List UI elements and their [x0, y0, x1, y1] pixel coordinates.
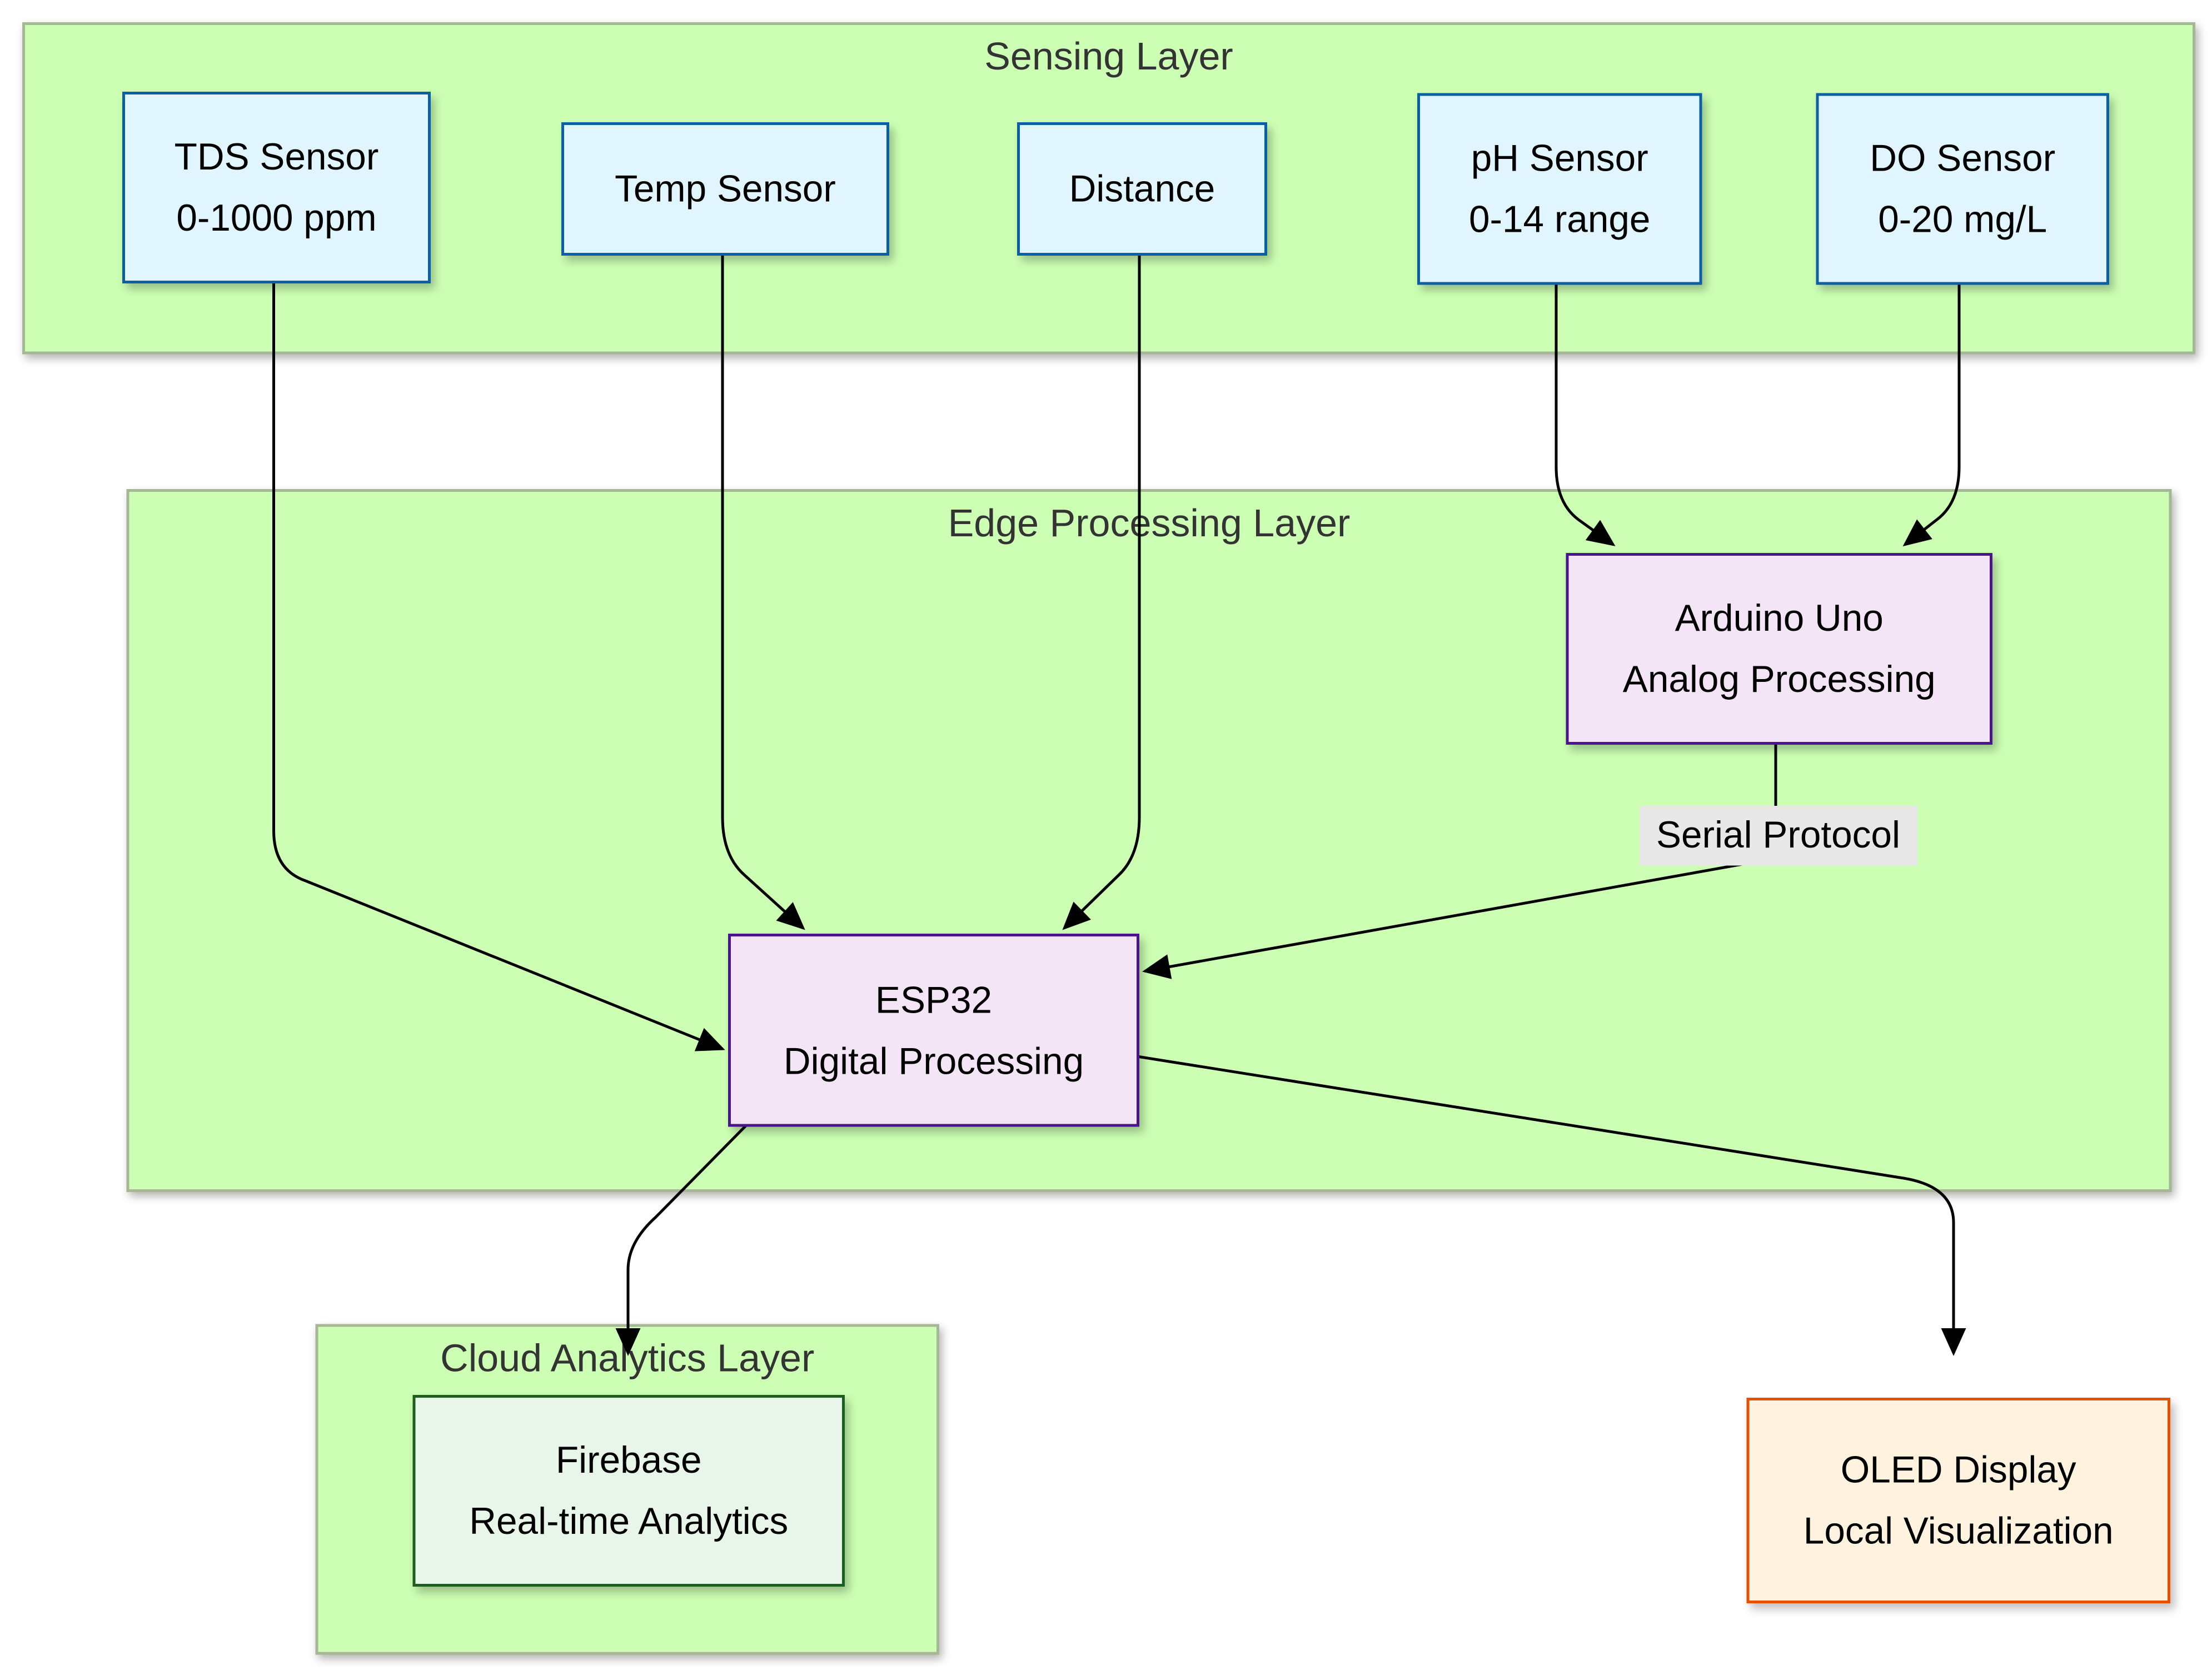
node-oled-display-subtitle: Local Visualization	[1803, 1510, 2114, 1552]
node-arduino-uno-label: Arduino Uno	[1675, 597, 1884, 639]
edge-ph-to-arduino	[1555, 279, 1616, 546]
node-temp-sensor-label: Temp Sensor	[615, 168, 836, 210]
node-esp32-subtitle: Digital Processing	[783, 1040, 1084, 1082]
edge-temp-to-esp32	[721, 250, 805, 930]
node-oled-display-label: OLED Display	[1840, 1449, 2076, 1491]
node-distance-sensor: Distance	[1017, 122, 1267, 256]
edge-label-serial-protocol: Serial Protocol	[1640, 806, 1917, 866]
edge-distance-to-esp32	[1062, 250, 1141, 930]
node-ph-sensor-label: pH Sensor	[1471, 137, 1648, 180]
node-arduino-uno-subtitle: Analog Processing	[1622, 659, 1936, 700]
node-esp32-label: ESP32	[875, 979, 993, 1021]
node-tds-sensor: TDS Sensor 0-1000 ppm	[122, 92, 431, 283]
edge-tds-to-esp32	[272, 278, 725, 1051]
node-tds-sensor-label: TDS Sensor	[174, 136, 379, 178]
node-do-sensor-range: 0-20 mg/L	[1878, 198, 2047, 241]
node-temp-sensor: Temp Sensor	[561, 122, 889, 256]
node-distance-sensor-label: Distance	[1069, 168, 1215, 210]
node-firebase-subtitle: Real-time Analytics	[469, 1500, 789, 1542]
edge-esp32-to-oled	[1133, 1054, 1966, 1356]
sensing-layer-title: Sensing Layer	[984, 34, 1233, 78]
node-do-sensor: DO Sensor 0-20 mg/L	[1816, 93, 2109, 285]
node-ph-sensor-range: 0-14 range	[1468, 198, 1651, 241]
edge-esp32-to-firebase	[615, 1120, 751, 1356]
node-tds-sensor-range: 0-1000 ppm	[176, 197, 377, 239]
edge-do-to-arduino	[1902, 279, 1961, 547]
node-firebase-label: Firebase	[555, 1439, 702, 1481]
node-do-sensor-label: DO Sensor	[1870, 137, 2056, 180]
node-firebase: Firebase Real-time Analytics	[412, 1395, 845, 1587]
node-esp32: ESP32 Digital Processing	[728, 934, 1139, 1127]
node-arduino-uno: Arduino Uno Analog Processing	[1566, 553, 1992, 745]
node-oled-display: OLED Display Local Visualization	[1746, 1398, 2170, 1603]
node-ph-sensor: pH Sensor 0-14 range	[1417, 93, 1702, 285]
edge-processing-layer-title: Edge Processing Layer	[948, 501, 1351, 545]
